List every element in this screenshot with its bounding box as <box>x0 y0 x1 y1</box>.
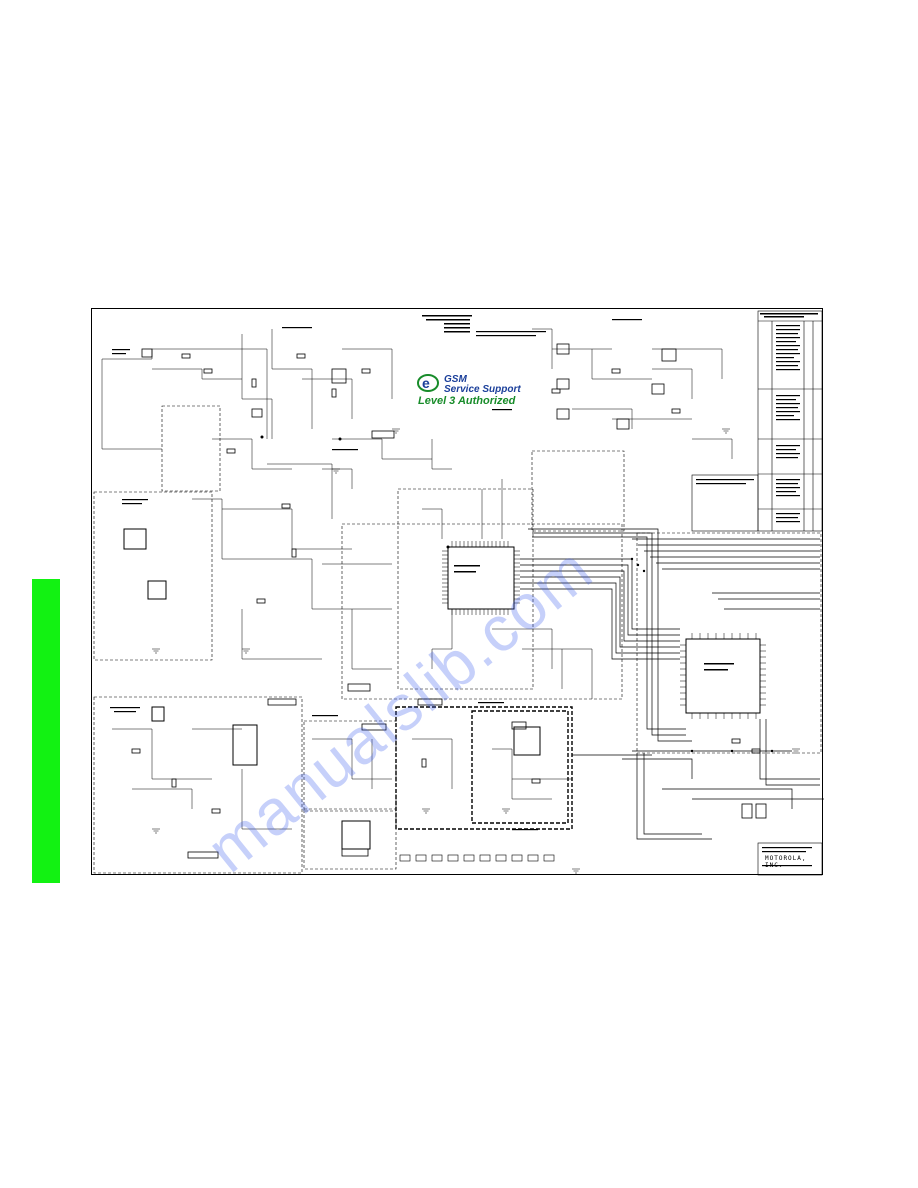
main-processor-ic <box>447 546 515 610</box>
svg-text:e: e <box>422 375 430 391</box>
logo-service-text: Service Support <box>444 384 521 395</box>
logo-authorized-text: Level 3 Authorized <box>418 395 516 407</box>
title-block: MOTOROLA, INC. <box>759 843 822 876</box>
side-accent-bar <box>32 579 60 883</box>
globe-e-icon: e <box>417 374 439 392</box>
logo-gsm-text: GSM <box>444 374 467 385</box>
company-name: MOTOROLA, INC. <box>765 855 807 869</box>
revision-table <box>757 310 823 532</box>
peripheral-ic <box>685 638 761 714</box>
schematic-drawing <box>93 310 824 876</box>
gsm-logo: e GSM Service Support Level 3 Authorized <box>416 371 536 409</box>
schematic-sheet: MOTOROLA, INC. <box>91 308 824 876</box>
